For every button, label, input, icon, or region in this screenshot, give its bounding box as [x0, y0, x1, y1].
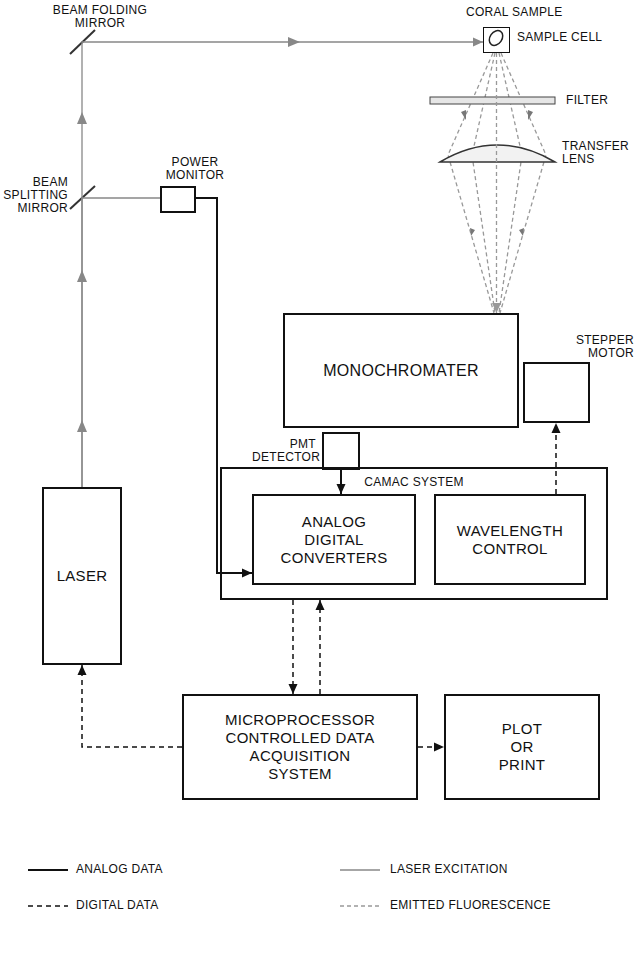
sample-cell-box: SAMPLE CELL	[483, 27, 510, 53]
filter	[430, 97, 555, 104]
connector	[196, 198, 252, 578]
laser-box: LASER	[42, 487, 122, 665]
box-label: STEPPER MOTOR	[564, 334, 634, 360]
legend-analog-line	[28, 869, 68, 871]
legend-text: ANALOG DATA	[76, 863, 163, 876]
legend-fluorescence-line	[340, 905, 380, 906]
connector	[337, 470, 346, 494]
stepper-motor-box: STEPPER MOTOR	[523, 362, 590, 423]
camac-system-box: CAMAC SYSTEM ANALOG DIGITAL CONVERTERS WAV…	[220, 467, 608, 600]
box-label: WAVELENGTH CONTROL	[449, 522, 571, 558]
box-label: ANALOG DIGITAL CONVERTERS	[278, 513, 390, 567]
connector	[492, 53, 501, 313]
lens-label: TRANSFER LENS	[562, 140, 640, 166]
transfer-lens	[440, 145, 555, 162]
filter-label: FILTER	[566, 94, 636, 107]
data-acquisition-box: MICROPROCESSOR CONTROLLED DATA ACQUISITI…	[182, 694, 418, 800]
legend-text: LASER EXCITATION	[390, 863, 508, 876]
beam-arrowheads	[77, 37, 300, 432]
box-label: SAMPLE CELL	[517, 31, 602, 44]
mirror-label: BEAM SPLITTING MIRROR	[2, 176, 68, 215]
converter-box: ANALOG DIGITAL CONVERTERS	[252, 494, 416, 585]
box-label: MONOCHROMATER	[323, 361, 479, 380]
box-label: CAMAC SYSTEM	[222, 475, 606, 489]
box-label: PMT DETECTOR	[252, 438, 316, 464]
connector	[289, 600, 298, 694]
mirror-label: BEAM FOLDING MIRROR	[30, 4, 170, 30]
box-label: MICROPROCESSOR CONTROLLED DATA ACQUISITI…	[220, 711, 380, 783]
connector	[552, 423, 561, 494]
connector	[82, 198, 160, 487]
legend-text: DIGITAL DATA	[76, 899, 159, 912]
pmt-detector-box: PMT DETECTOR	[322, 432, 360, 470]
fluorescence-rays	[448, 53, 546, 313]
connector	[78, 665, 183, 747]
plot-print-box: PLOT OR PRINT	[444, 694, 600, 800]
box-label: POWER MONITOR	[158, 156, 232, 182]
wavelength-control-box: WAVELENGTH CONTROL	[434, 494, 586, 585]
monochromater-box: MONOCHROMATER	[283, 313, 519, 428]
sample-label: CORAL SAMPLE	[466, 6, 616, 19]
box-label: PLOT OR PRINT	[492, 720, 552, 774]
connector	[418, 743, 444, 752]
legend-laser-line	[340, 869, 380, 870]
legend-digital-line	[28, 905, 68, 907]
coral-sample	[486, 28, 505, 48]
connector	[316, 600, 325, 694]
box-label: LASER	[57, 567, 108, 585]
power-monitor-box: POWER MONITOR	[160, 186, 196, 213]
legend-text: EMITTED FLUORESCENCE	[390, 899, 551, 912]
